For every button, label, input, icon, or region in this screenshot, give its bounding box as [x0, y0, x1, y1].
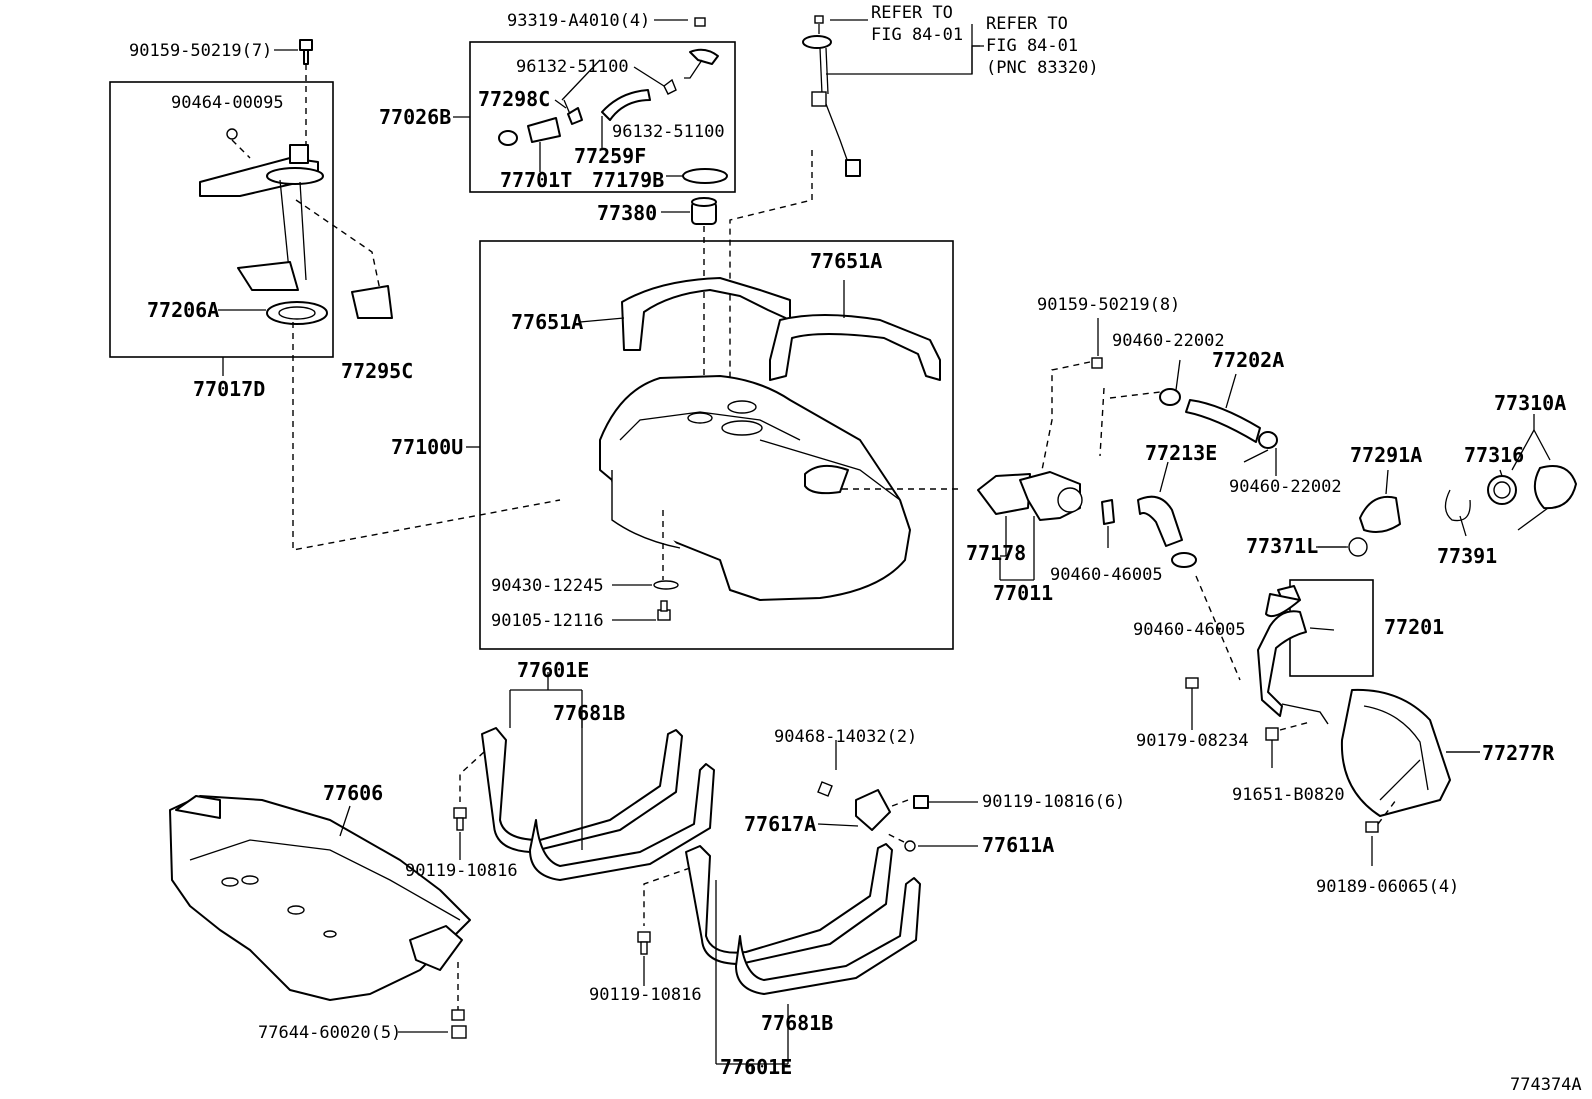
label-77316: 77316 — [1464, 443, 1524, 467]
label-77601e-top: 77601E — [517, 658, 589, 682]
label-77651a-top: 77651A — [810, 249, 882, 273]
fuel-tank-assembly-frame — [479, 240, 954, 650]
bracket-77617a — [817, 740, 978, 852]
cap-77380 — [661, 197, 717, 400]
label-90460-22002-b: 90460-22002 — [1229, 477, 1342, 497]
label-77617a: 77617A — [744, 812, 816, 836]
labels: 90159-50219(7) 90464-00095 77206A 77017D… — [129, 3, 1582, 1095]
label-77213e: 77213E — [1145, 441, 1217, 465]
label-77100u: 77100U — [391, 435, 463, 459]
label-77310a: 77310A — [1494, 391, 1566, 415]
label-77606: 77606 — [323, 781, 383, 805]
label-fig-84-01-2: FIG 84-01 — [986, 36, 1078, 56]
label-77601e-bottom: 77601E — [720, 1055, 792, 1079]
fuel-pump-assembly — [199, 39, 561, 551]
label-90464-00095: 90464-00095 — [171, 93, 284, 113]
label-90119-10816-b: 90119-10816 — [589, 985, 702, 1005]
tank-strap-upper — [453, 672, 715, 881]
label-91651-b0820: 91651-B0820 — [1232, 785, 1345, 805]
label-77380: 77380 — [597, 201, 657, 225]
label-77391: 77391 — [1437, 544, 1497, 568]
filler-neck-components — [977, 318, 1577, 866]
label-77295c: 77295C — [341, 359, 413, 383]
label-90105-12116: 90105-12116 — [491, 611, 604, 631]
label-77201: 77201 — [1384, 615, 1444, 639]
label-77011: 77011 — [993, 581, 1053, 605]
label-77206a: 77206A — [147, 298, 219, 322]
fuel-sender-gauge — [729, 15, 984, 400]
label-77259f: 77259F — [574, 144, 646, 168]
label-90430-12245: 90430-12245 — [491, 576, 604, 596]
label-77202a: 77202A — [1212, 348, 1284, 372]
label-77291a: 77291A — [1350, 443, 1422, 467]
label-90119-10816-a: 90119-10816 — [405, 861, 518, 881]
label-77644-60020-5: 77644-60020(5) — [258, 1023, 401, 1043]
label-77371l: 77371L — [1246, 534, 1318, 558]
label-90460-46005-b: 90460-46005 — [1133, 620, 1246, 640]
label-refer-to-2: REFER TO — [986, 14, 1068, 34]
label-90460-22002-a: 90460-22002 — [1112, 331, 1225, 351]
label-93319-a4010-4: 93319-A4010(4) — [507, 11, 650, 31]
tank-strap-lower — [637, 843, 921, 1074]
label-77681b-top: 77681B — [553, 701, 625, 725]
fuel-tank — [466, 375, 960, 621]
label-90119-10816-6: 90119-10816(6) — [982, 792, 1125, 812]
label-77178: 77178 — [966, 541, 1026, 565]
label-96132-51100-b: 96132-51100 — [612, 122, 725, 142]
skid-plate-77606 — [169, 795, 471, 1039]
label-77651a-left: 77651A — [511, 310, 583, 334]
label-96132-51100-a: 96132-51100 — [516, 57, 629, 77]
fuel-pump-assembly-frame — [109, 81, 334, 358]
label-90460-46005-a: 90460-46005 — [1050, 565, 1163, 585]
label-90159-50219-7: 90159-50219(7) — [129, 41, 272, 61]
label-77681b-bottom: 77681B — [761, 1011, 833, 1035]
label-77701t: 77701T — [500, 168, 572, 192]
vent-valve-assembly — [453, 17, 728, 184]
label-77026b: 77026B — [379, 105, 451, 129]
leader-lines — [274, 49, 1480, 753]
diagram-id: 774374A — [1510, 1075, 1582, 1095]
label-pnc-83320: (PNC 83320) — [986, 58, 1099, 78]
label-77298c: 77298C — [478, 87, 550, 111]
label-77179b: 77179B — [592, 168, 664, 192]
label-90159-50219-8: 90159-50219(8) — [1037, 295, 1180, 315]
tank-band-77651a — [579, 277, 941, 381]
label-77611a: 77611A — [982, 833, 1054, 857]
label-77277r: 77277R — [1482, 741, 1555, 765]
label-90189-06065-4: 90189-06065(4) — [1316, 877, 1459, 897]
label-fig-84-01-1: FIG 84-01 — [871, 25, 963, 45]
label-77017d: 77017D — [193, 377, 265, 401]
label-refer-to-1: REFER TO — [871, 3, 953, 23]
label-90468-14032-2: 90468-14032(2) — [774, 727, 917, 747]
label-90179-08234: 90179-08234 — [1136, 731, 1249, 751]
